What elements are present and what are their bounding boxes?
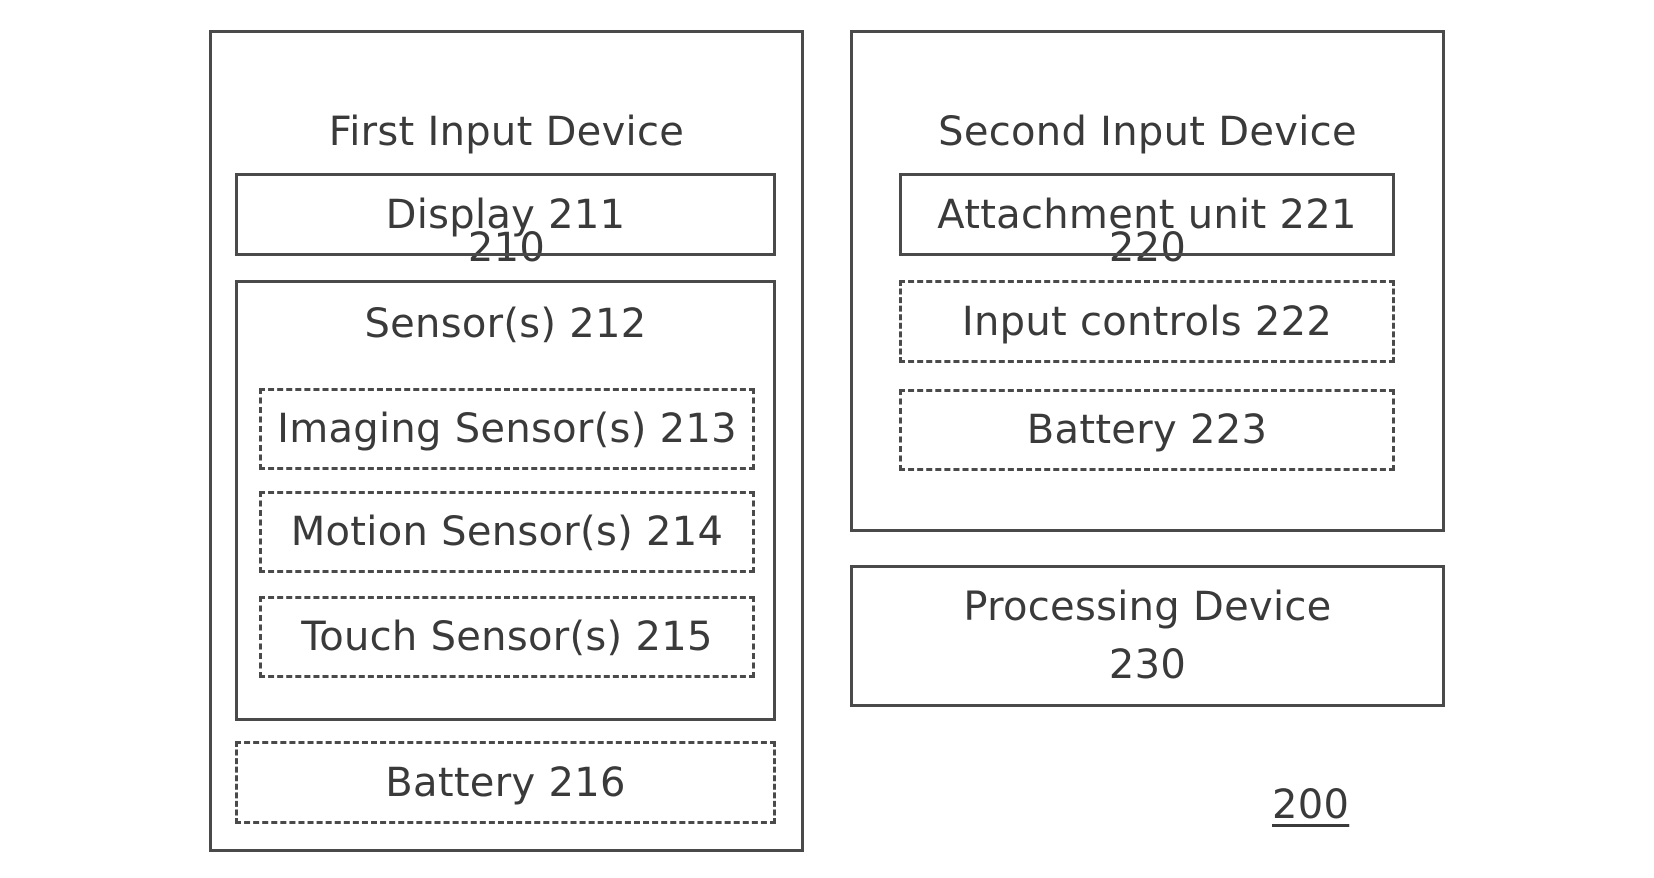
battery-223-box: Battery 223	[899, 389, 1395, 471]
battery-216-label: Battery 216	[238, 744, 773, 821]
input-controls-label: Input controls 222	[902, 283, 1392, 360]
battery-216-box: Battery 216	[235, 741, 776, 824]
battery-223-label: Battery 223	[902, 392, 1392, 468]
touch-sensor-label: Touch Sensor(s) 215	[262, 599, 752, 675]
first-input-device-title: First Input Device	[212, 103, 801, 161]
second-input-device-title: Second Input Device	[853, 103, 1442, 161]
processing-device-label: Processing Device 230	[853, 568, 1442, 704]
processing-device-number: 230	[1109, 636, 1186, 694]
display-label: Display 211	[238, 176, 773, 253]
motion-sensor-box: Motion Sensor(s) 214	[259, 491, 755, 573]
imaging-sensor-label: Imaging Sensor(s) 213	[262, 391, 752, 467]
figure-reference-number: 200	[1272, 782, 1349, 828]
touch-sensor-box: Touch Sensor(s) 215	[259, 596, 755, 678]
attachment-unit-label: Attachment unit 221	[902, 176, 1392, 253]
attachment-unit-box: Attachment unit 221	[899, 173, 1395, 256]
sensors-label: Sensor(s) 212	[238, 295, 773, 353]
imaging-sensor-box: Imaging Sensor(s) 213	[259, 388, 755, 470]
display-box: Display 211	[235, 173, 776, 256]
motion-sensor-label: Motion Sensor(s) 214	[262, 494, 752, 570]
processing-device-box: Processing Device 230	[850, 565, 1445, 707]
processing-device-title: Processing Device	[963, 578, 1331, 636]
input-controls-box: Input controls 222	[899, 280, 1395, 363]
